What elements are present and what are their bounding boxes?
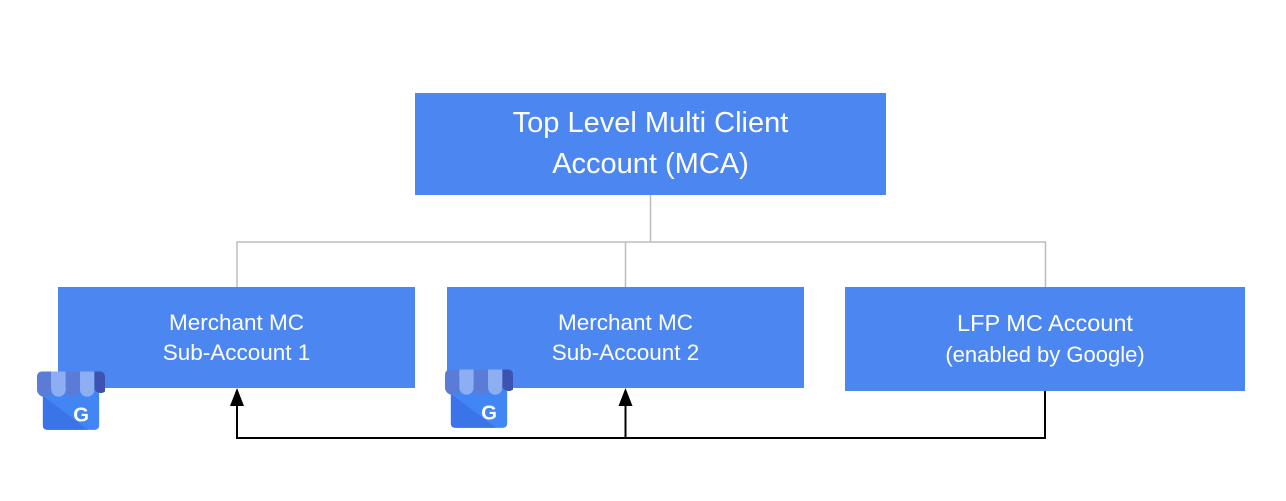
- storefront-shade: [42, 395, 88, 430]
- google-g-letter: G: [73, 404, 89, 426]
- business-profile-icon: G: [37, 371, 105, 430]
- node-label-line: Account (MCA): [552, 148, 749, 180]
- node-label-line: LFP MC Account: [957, 310, 1133, 336]
- node-label-line: Merchant MC: [557, 309, 694, 335]
- awning-stripe: [80, 371, 95, 397]
- node-lfp-mc-account: LFP MC Account (enabled by Google): [845, 287, 1245, 391]
- awning-stripe: [37, 371, 52, 397]
- arrowhead-icon: [618, 388, 633, 406]
- tree-connector-line: [236, 195, 1047, 288]
- node-top-level-mca: Top Level Multi Client Account (MCA): [415, 93, 886, 195]
- awning-stripe: [459, 369, 474, 395]
- awning-stripe: [473, 369, 489, 395]
- awning-stripe: [445, 369, 460, 395]
- awning-stripe: [488, 369, 503, 395]
- node-label-line: (enabled by Google): [945, 342, 1145, 367]
- business-profile-icon: G: [445, 369, 513, 428]
- awning-stripe: [51, 371, 66, 397]
- storefront-shade: [450, 393, 496, 428]
- awning-stripe: [502, 369, 513, 392]
- node-merchant-sub-account-1: Merchant MC Sub-Account 1: [58, 287, 415, 388]
- awning-stripe: [65, 371, 81, 397]
- node-label-line: Sub-Account 2: [551, 339, 700, 365]
- ownership-arrow-line: [236, 391, 1046, 439]
- node-label-line: Sub-Account 1: [162, 339, 311, 365]
- storefront-awning: [445, 369, 513, 395]
- arrowhead-icon: [230, 388, 244, 406]
- awning-stripe: [94, 371, 105, 394]
- google-g-letter: G: [481, 402, 497, 424]
- node-label-line: Merchant MC: [168, 309, 305, 335]
- storefront-awning: [37, 371, 105, 397]
- node-label-line: Top Level Multi Client: [512, 107, 789, 139]
